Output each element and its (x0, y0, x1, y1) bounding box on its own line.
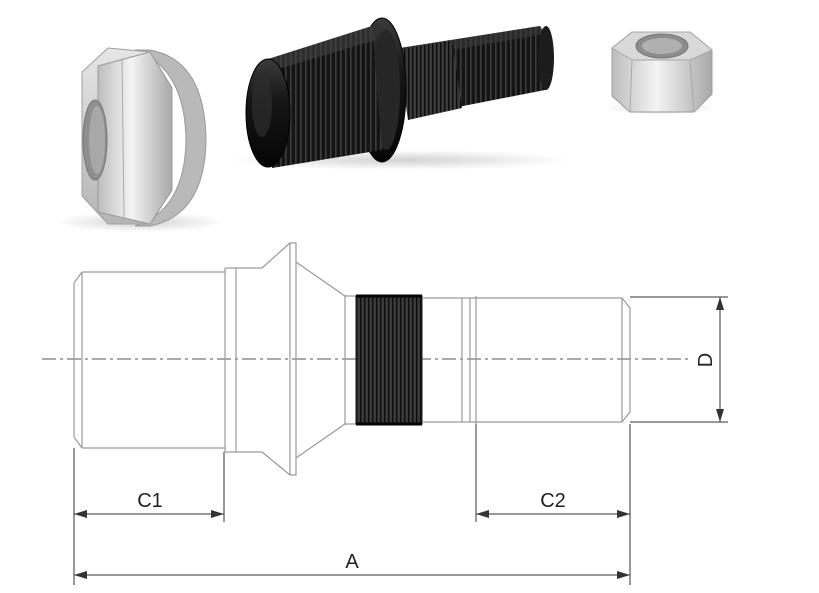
dimension-c2-label: C2 (540, 490, 566, 512)
large-hex-nut-render (55, 47, 225, 232)
stud-body-left (73, 271, 225, 449)
dimension-d-label: D (695, 353, 717, 367)
dimension-a: A (74, 551, 630, 579)
dimension-c1-label: C1 (137, 490, 163, 512)
threaded-stud-render (230, 17, 570, 170)
dimension-c2: C2 (476, 490, 630, 518)
technical-drawing: D C1 C2 A (42, 242, 728, 585)
small-hex-nut-render (605, 31, 715, 115)
stud-flange (261, 242, 297, 476)
knurl-band (355, 295, 423, 425)
dimension-d: D (630, 296, 728, 423)
dimension-c1: C1 (74, 490, 224, 518)
dimension-a-label: A (345, 551, 359, 573)
stud-shaft-right (476, 297, 631, 423)
